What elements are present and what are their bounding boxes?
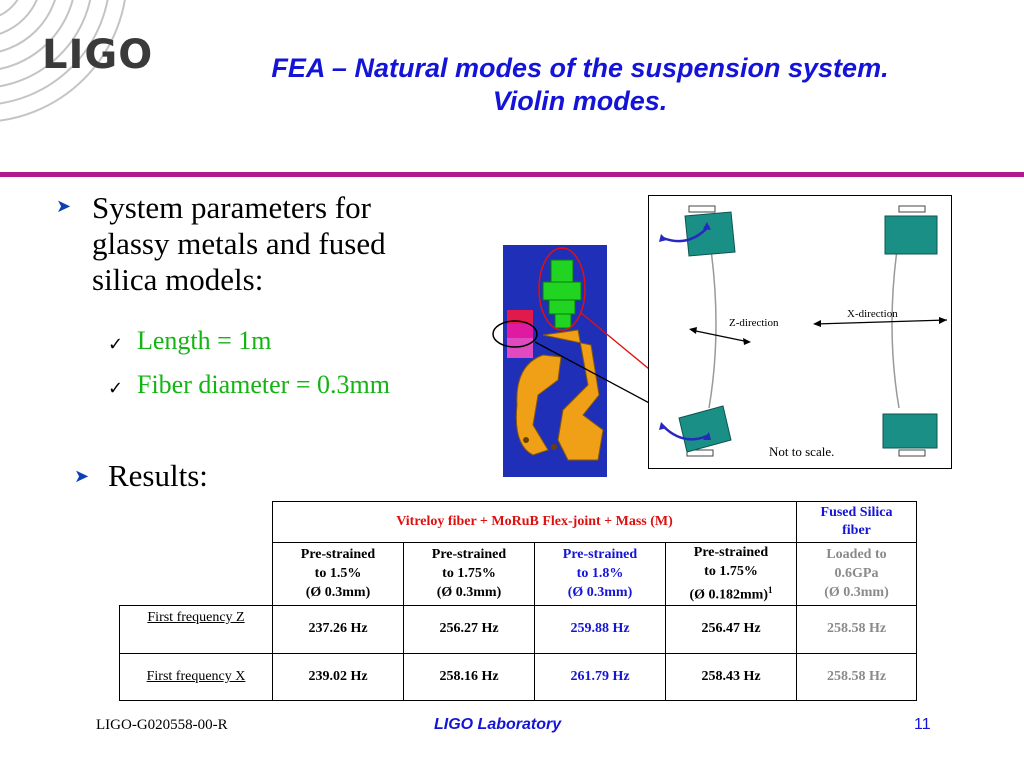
table-cell: 258.58 Hz [796,652,917,701]
vitreloy-group-header: Vitreloy fiber + MoRuB Flex-joint + Mass… [272,501,797,543]
bullet-arrow-icon: ➤ [56,196,72,217]
row-label: First frequency Z [119,604,273,654]
bullet-system-parameters: System parameters for glassy metals and … [92,190,386,298]
title-line-2: Violin modes. [492,86,668,116]
column-header-line: (Ø 0.182mm)1 [666,581,796,605]
column-header-line: to 1.75% [442,566,496,582]
column-header-line: Pre-strained [300,547,376,563]
ligo-logo: LIGO [42,32,154,78]
results-table: Vitreloy fiber + MoRuB Flex-joint + Mass… [119,501,917,701]
table-cell: 259.88 Hz [534,604,666,654]
column-header: Pre-strained to 1.5% (Ø 0.3mm) [272,542,404,606]
column-header-line: to 1.5% [314,566,362,582]
checkmark-icon: ✓ [108,378,124,399]
column-header: Pre-strained to 1.75% (Ø 0.3mm) [403,542,535,606]
checkmark-icon: ✓ [108,334,124,355]
document-id: LIGO-G020558-00-R [96,717,228,733]
column-header: Loaded to 0.6GPa (Ø 0.3mm) [796,542,917,606]
fused-silica-header: Fused Silica fiber [796,501,917,543]
column-header-line: Pre-strained [431,547,507,563]
footer-lab-name: LIGO Laboratory [434,716,562,733]
column-header: Pre-strained to 1.8% (Ø 0.3mm) [534,542,666,606]
bullet-line: glassy metals and fused [92,226,386,261]
table-cell: 258.43 Hz [665,652,797,701]
not-to-scale-note: Not to scale. [769,444,835,459]
x-direction-label: X-direction [847,308,898,320]
table-cell: 256.27 Hz [403,604,535,654]
fea-model-image [503,245,607,477]
column-header-line: Pre-strained [693,545,769,560]
table-cell: 258.58 Hz [796,604,917,654]
column-header-text: (Ø 0.182mm) [689,587,769,603]
column-header-line: to 1.8% [576,566,624,582]
table-cell: 239.02 Hz [272,652,404,701]
bullet-line: System parameters for [92,190,371,225]
column-header-line: Pre-strained [562,547,638,563]
table-cell: 237.26 Hz [272,604,404,654]
table-cell: 256.47 Hz [665,604,797,654]
table-row: First frequency Z 237.26 Hz 256.27 Hz 25… [119,604,917,654]
table-cell: 258.16 Hz [403,652,535,701]
title-divider [0,172,1024,177]
fused-header-line: Fused Silica [820,505,893,520]
bullet-arrow-icon: ➤ [74,466,90,487]
table-cell: 261.79 Hz [534,652,666,701]
column-header-line: (Ø 0.3mm) [305,585,371,601]
table-header-row: Vitreloy fiber + MoRuB Flex-joint + Mass… [120,501,917,543]
mode-shape-diagram: Z-direction X-direction Not to scale. [648,195,952,469]
column-header-line: (Ø 0.3mm) [567,585,633,601]
fea-model-graphic [507,259,604,461]
sub-bullet-length: Length = 1m [137,326,272,355]
footnote-marker: 1 [768,585,773,595]
column-header: Pre-strained to 1.75% (Ø 0.182mm)1 [665,542,797,606]
page-number: 11 [914,716,931,733]
column-header-line: to 1.75% [704,564,758,579]
empty-corner-cell [119,542,273,606]
bullet-results: Results: [108,458,208,493]
column-header-line: 0.6GPa [834,566,879,582]
table-subheader-row: Pre-strained to 1.5% (Ø 0.3mm) Pre-strai… [119,542,917,606]
fused-header-line: fiber [842,523,871,538]
column-header-line: (Ø 0.3mm) [824,585,889,601]
bullet-line: silica models: [92,262,264,297]
z-direction-label: Z-direction [729,317,779,329]
table-row: First frequency X 239.02 Hz 258.16 Hz 26… [119,652,917,701]
black-ellipse-highlight [492,320,538,348]
empty-corner-cell [120,502,273,543]
mode-shape-graphic [659,205,948,457]
column-header-line: Loaded to [826,547,887,563]
red-ellipse-highlight [538,247,586,331]
slide-title: FEA – Natural modes of the suspension sy… [150,52,1010,118]
title-line-1: FEA – Natural modes of the suspension sy… [271,53,889,83]
column-header-line: (Ø 0.3mm) [436,585,502,601]
row-label: First frequency X [119,652,273,701]
sub-bullet-fiber-diameter: Fiber diameter = 0.3mm [137,370,390,399]
